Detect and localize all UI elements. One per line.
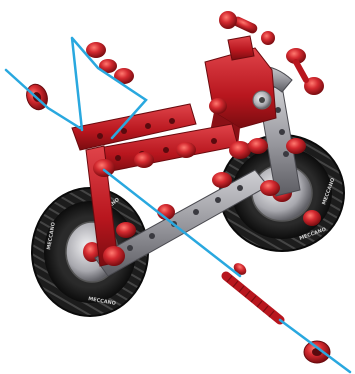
- axle-rod: [226, 261, 280, 320]
- assembly-line-icon: [280, 320, 350, 372]
